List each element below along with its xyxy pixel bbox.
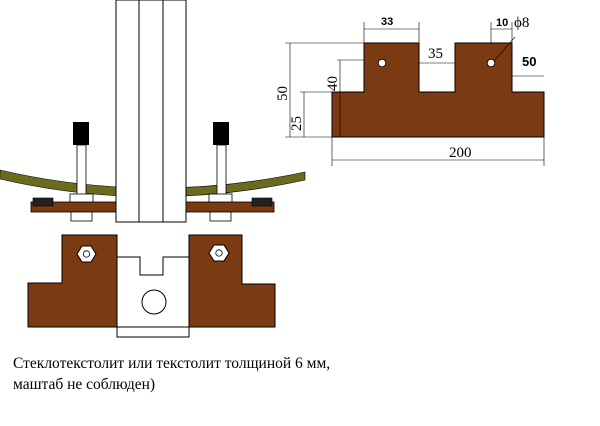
right-bolt-shaft (216, 144, 227, 203)
right-bracket (188, 234, 276, 328)
vertical-post (115, 0, 187, 223)
part-hole-left (377, 58, 387, 68)
left-bolt-nut-bottom (70, 211, 93, 222)
dim-33-label: 33 (381, 16, 393, 28)
left-bolt-shaft (76, 144, 87, 203)
dim-10-label: 10 (496, 17, 508, 29)
left-bolt-nut-top (69, 193, 94, 203)
dim-35-label: 35 (428, 46, 443, 62)
dim-50-left-label: 50 (275, 86, 291, 101)
dim-50-right-label: 50 (522, 54, 536, 69)
right-bolt-nut-top (208, 193, 233, 203)
left-hex-nut-hole (82, 250, 91, 258)
caption-line-1: Стеклотекстолит или текстолит толщиной 6… (13, 355, 331, 372)
center-block-hole-icon (141, 289, 167, 315)
part-hole-right (486, 58, 496, 68)
caption: Стеклотекстолит или текстолит толщиной 6… (13, 353, 330, 395)
right-bolt-head (213, 122, 229, 145)
center-base-plate (116, 326, 190, 338)
left-bolt-head (73, 122, 89, 145)
right-hex-nut-hole (215, 249, 223, 257)
phi8-leader (494, 36, 516, 61)
right-clamp-pad (251, 197, 273, 207)
dim-phi8-label: ϕ8 (514, 15, 529, 31)
left-bracket (27, 234, 118, 328)
left-clamp-pad (32, 197, 54, 207)
dim-25-label: 25 (289, 116, 305, 131)
dim-200-label: 200 (449, 145, 472, 161)
caption-line-2: маштаб не соблюден) (13, 376, 156, 393)
right-bolt-nut-bottom (209, 211, 232, 222)
dim-40-label: 40 (325, 76, 341, 91)
